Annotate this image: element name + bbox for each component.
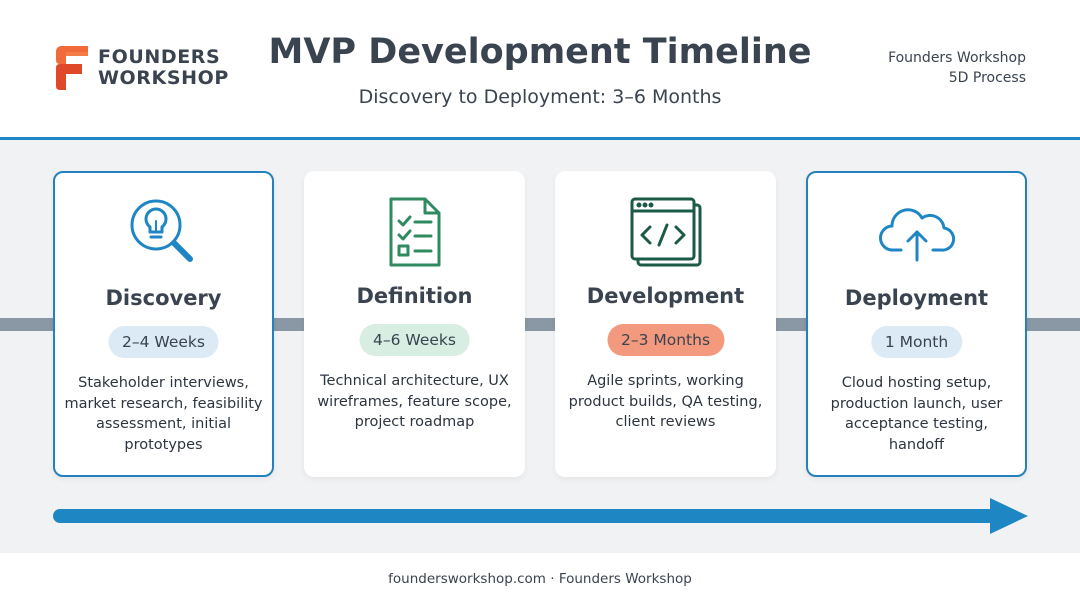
brand-logo[interactable]: FOUNDERS WORKSHOP: [52, 42, 229, 94]
phase-card-development: Development 2–3 Months Agile sprints, wo…: [555, 171, 776, 477]
timeline-progress-arrow: [53, 498, 1028, 534]
phase-title: Discovery: [105, 286, 222, 310]
phase-title: Development: [586, 284, 745, 308]
corner-line-1: Founders Workshop: [888, 50, 1026, 66]
logo-line-2: WORKSHOP: [98, 67, 229, 89]
duration-badge: 2–3 Months: [606, 324, 725, 356]
phase-title: Deployment: [844, 286, 989, 310]
phase-card-definition: Definition 4–6 Weeks Technical architect…: [304, 171, 525, 477]
duration-badge: 4–6 Weeks: [359, 324, 470, 356]
duration-badge: 1 Month: [870, 326, 963, 358]
code-window-icon: [555, 193, 776, 271]
logo-line-1: FOUNDERS: [98, 46, 221, 68]
cloud-upload-icon: [808, 195, 1025, 273]
phase-title: Definition: [356, 284, 473, 308]
duration-badge: 2–4 Weeks: [108, 326, 219, 358]
phase-description: Cloud hosting setup, production launch, …: [830, 375, 1003, 453]
phase-card-deployment: Deployment 1 Month Cloud hosting setup, …: [806, 171, 1027, 477]
founders-workshop-logo-icon: [56, 46, 88, 90]
footer-credit: foundersworkshop.com · Founders Workshop: [388, 571, 692, 587]
corner-line-2: 5D Process: [948, 70, 1026, 86]
phase-description: Technical architecture, UX wireframes, f…: [317, 373, 512, 430]
lightbulb-magnifier-icon: [55, 195, 272, 273]
phase-card-discovery: Discovery 2–4 Weeks Stakeholder intervie…: [53, 171, 274, 477]
phase-description: Agile sprints, working product builds, Q…: [568, 373, 763, 430]
header-divider: [0, 137, 1080, 140]
checklist-document-icon: [304, 193, 525, 271]
corner-label: Founders Workshop 5D Process: [888, 48, 1026, 88]
page-subtitle: Discovery to Deployment: 3–6 Months: [358, 86, 722, 108]
header: FOUNDERS WORKSHOP MVP Development Timeli…: [0, 0, 1080, 137]
phase-description: Stakeholder interviews, market research,…: [64, 375, 263, 453]
page-title: MVP Development Timeline: [268, 32, 812, 72]
